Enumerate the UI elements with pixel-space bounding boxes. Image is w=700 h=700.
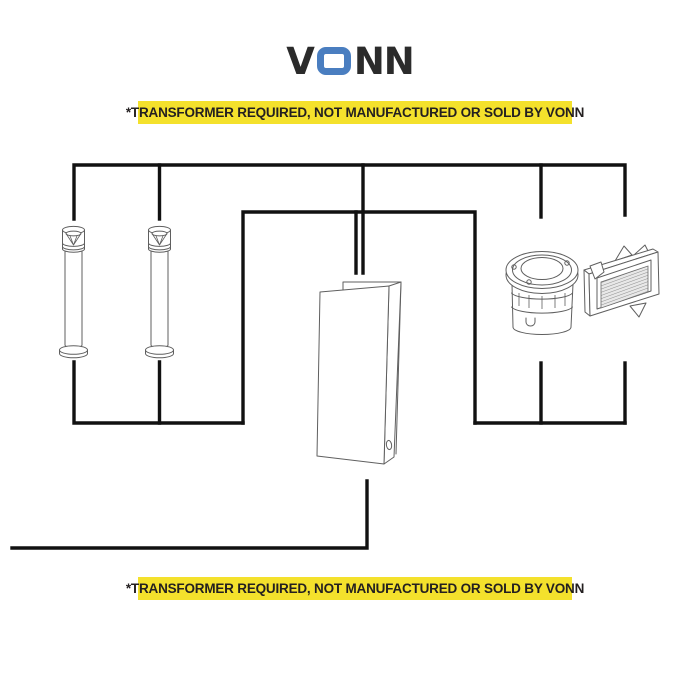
bollard-light-2-icon bbox=[145, 225, 174, 359]
inground-well-light-icon bbox=[505, 251, 579, 335]
transformer-warning-banner-bottom: *TRANSFORMER REQUIRED, NOT MANUFACTURED … bbox=[126, 577, 584, 600]
transformer-icon bbox=[316, 281, 402, 465]
logo-letter-o: O bbox=[316, 47, 351, 75]
wire-return-loop bbox=[241, 210, 477, 425]
wire-transformer-feed bbox=[10, 479, 369, 550]
wire-bottom-left bbox=[72, 360, 245, 425]
logo-letter-v: V bbox=[286, 39, 315, 83]
transformer-warning-banner-top: *TRANSFORMER REQUIRED, NOT MANUFACTURED … bbox=[126, 101, 584, 124]
vonn-logo: VONN bbox=[0, 41, 700, 81]
logo-letters-nn: NN bbox=[353, 39, 415, 83]
wire-top-bus bbox=[72, 163, 627, 221]
transformer-warning-text-top: *TRANSFORMER REQUIRED, NOT MANUFACTURED … bbox=[125, 104, 585, 120]
step-light-icon bbox=[583, 244, 660, 318]
wire-lines bbox=[10, 163, 627, 550]
transformer-warning-text-bottom: *TRANSFORMER REQUIRED, NOT MANUFACTURED … bbox=[125, 580, 585, 596]
bollard-light-1-icon bbox=[59, 225, 88, 359]
